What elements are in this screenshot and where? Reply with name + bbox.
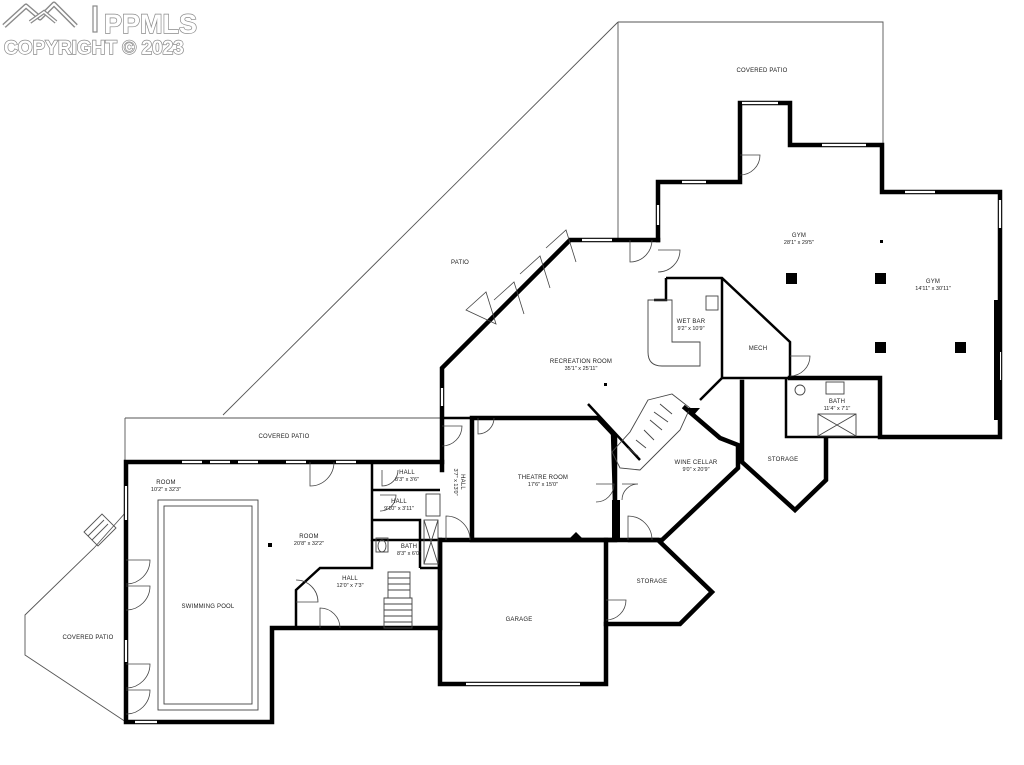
watermark-copyright: COPYRIGHT © 2023 bbox=[4, 38, 184, 59]
windows bbox=[124, 101, 1002, 724]
room-label-hall-top: HALL bbox=[399, 470, 415, 476]
room-label-patio: PATIO bbox=[451, 260, 469, 266]
room-label-covered-patio-top: COVERED PATIO bbox=[736, 68, 787, 74]
room-dims-hall-small: 9'10" x 3'11" bbox=[384, 506, 414, 512]
columns bbox=[268, 240, 1000, 547]
room-label-bath-lower: BATH bbox=[401, 544, 417, 550]
room-label-storage-right: STORAGE bbox=[768, 457, 799, 463]
room-label-room-pool: ROOM bbox=[299, 534, 318, 540]
room-label-bath-upper: BATH bbox=[829, 399, 845, 405]
room-label-garage: GARAGE bbox=[506, 617, 533, 623]
room-dims-gym-side: 14'11" x 30'11" bbox=[915, 286, 951, 292]
room-dims-wine-cellar: 9'0" x 20'9" bbox=[682, 467, 709, 473]
room-dims-hall-top: 8'3" x 3'6" bbox=[395, 477, 419, 483]
room-dims-hall-vertical: 3'7" x 13'0" bbox=[452, 468, 458, 495]
room-dims-wet-bar: 9'2" x 10'9" bbox=[677, 326, 704, 332]
room-label-gym-main: GYM bbox=[792, 233, 806, 239]
room-dims-room-left: 10'2" x 32'3" bbox=[151, 487, 181, 493]
logo-divider bbox=[92, 5, 98, 33]
room-dims-bath-upper: 11'4" x 7'1" bbox=[824, 406, 851, 412]
room-label-recreation: RECREATION ROOM bbox=[550, 359, 612, 365]
room-dims-bath-lower: 8'3" x 6'0" bbox=[397, 551, 421, 557]
room-label-covered-patio-mid: COVERED PATIO bbox=[258, 434, 309, 440]
room-labels: COVERED PATIO PATIO GYM 28'1" x 29'5" GY… bbox=[62, 68, 950, 641]
room-dims-hall-lower: 12'0" x 7'3" bbox=[336, 583, 363, 589]
room-dims-gym-main: 28'1" x 29'5" bbox=[784, 240, 814, 246]
room-dims-recreation: 35'1" x 25'11" bbox=[565, 366, 598, 372]
doors bbox=[125, 154, 811, 715]
room-label-hall-small: HALL bbox=[391, 499, 407, 505]
room-label-storage-lower: STORAGE bbox=[637, 579, 668, 585]
room-label-theatre: THEATRE ROOM bbox=[518, 475, 568, 481]
room-label-gym-side: GYM bbox=[926, 279, 940, 285]
watermark-brand: PPMLS bbox=[104, 9, 197, 39]
room-label-pool: SWIMMING POOL bbox=[182, 604, 235, 610]
fixtures bbox=[157, 295, 857, 711]
mountain-logo-icon bbox=[2, 1, 78, 28]
room-dims-room-pool: 20'8" x 32'2" bbox=[294, 541, 324, 547]
room-label-wet-bar: WET BAR bbox=[677, 319, 706, 325]
watermark: PPMLS COPYRIGHT © 2023 bbox=[2, 1, 198, 60]
room-label-mech: MECH bbox=[749, 346, 767, 352]
room-label-wine-cellar: WINE CELLAR bbox=[675, 460, 718, 466]
room-label-hall-lower: HALL bbox=[342, 576, 358, 582]
patio-outlines bbox=[24, 21, 884, 723]
room-label-hall-vertical: HALL bbox=[459, 474, 465, 490]
room-dims-theatre: 17'6" x 15'0" bbox=[528, 482, 558, 488]
walls bbox=[123, 100, 1003, 725]
room-label-covered-patio-left: COVERED PATIO bbox=[62, 635, 113, 641]
room-label-room-left: ROOM bbox=[156, 480, 175, 486]
